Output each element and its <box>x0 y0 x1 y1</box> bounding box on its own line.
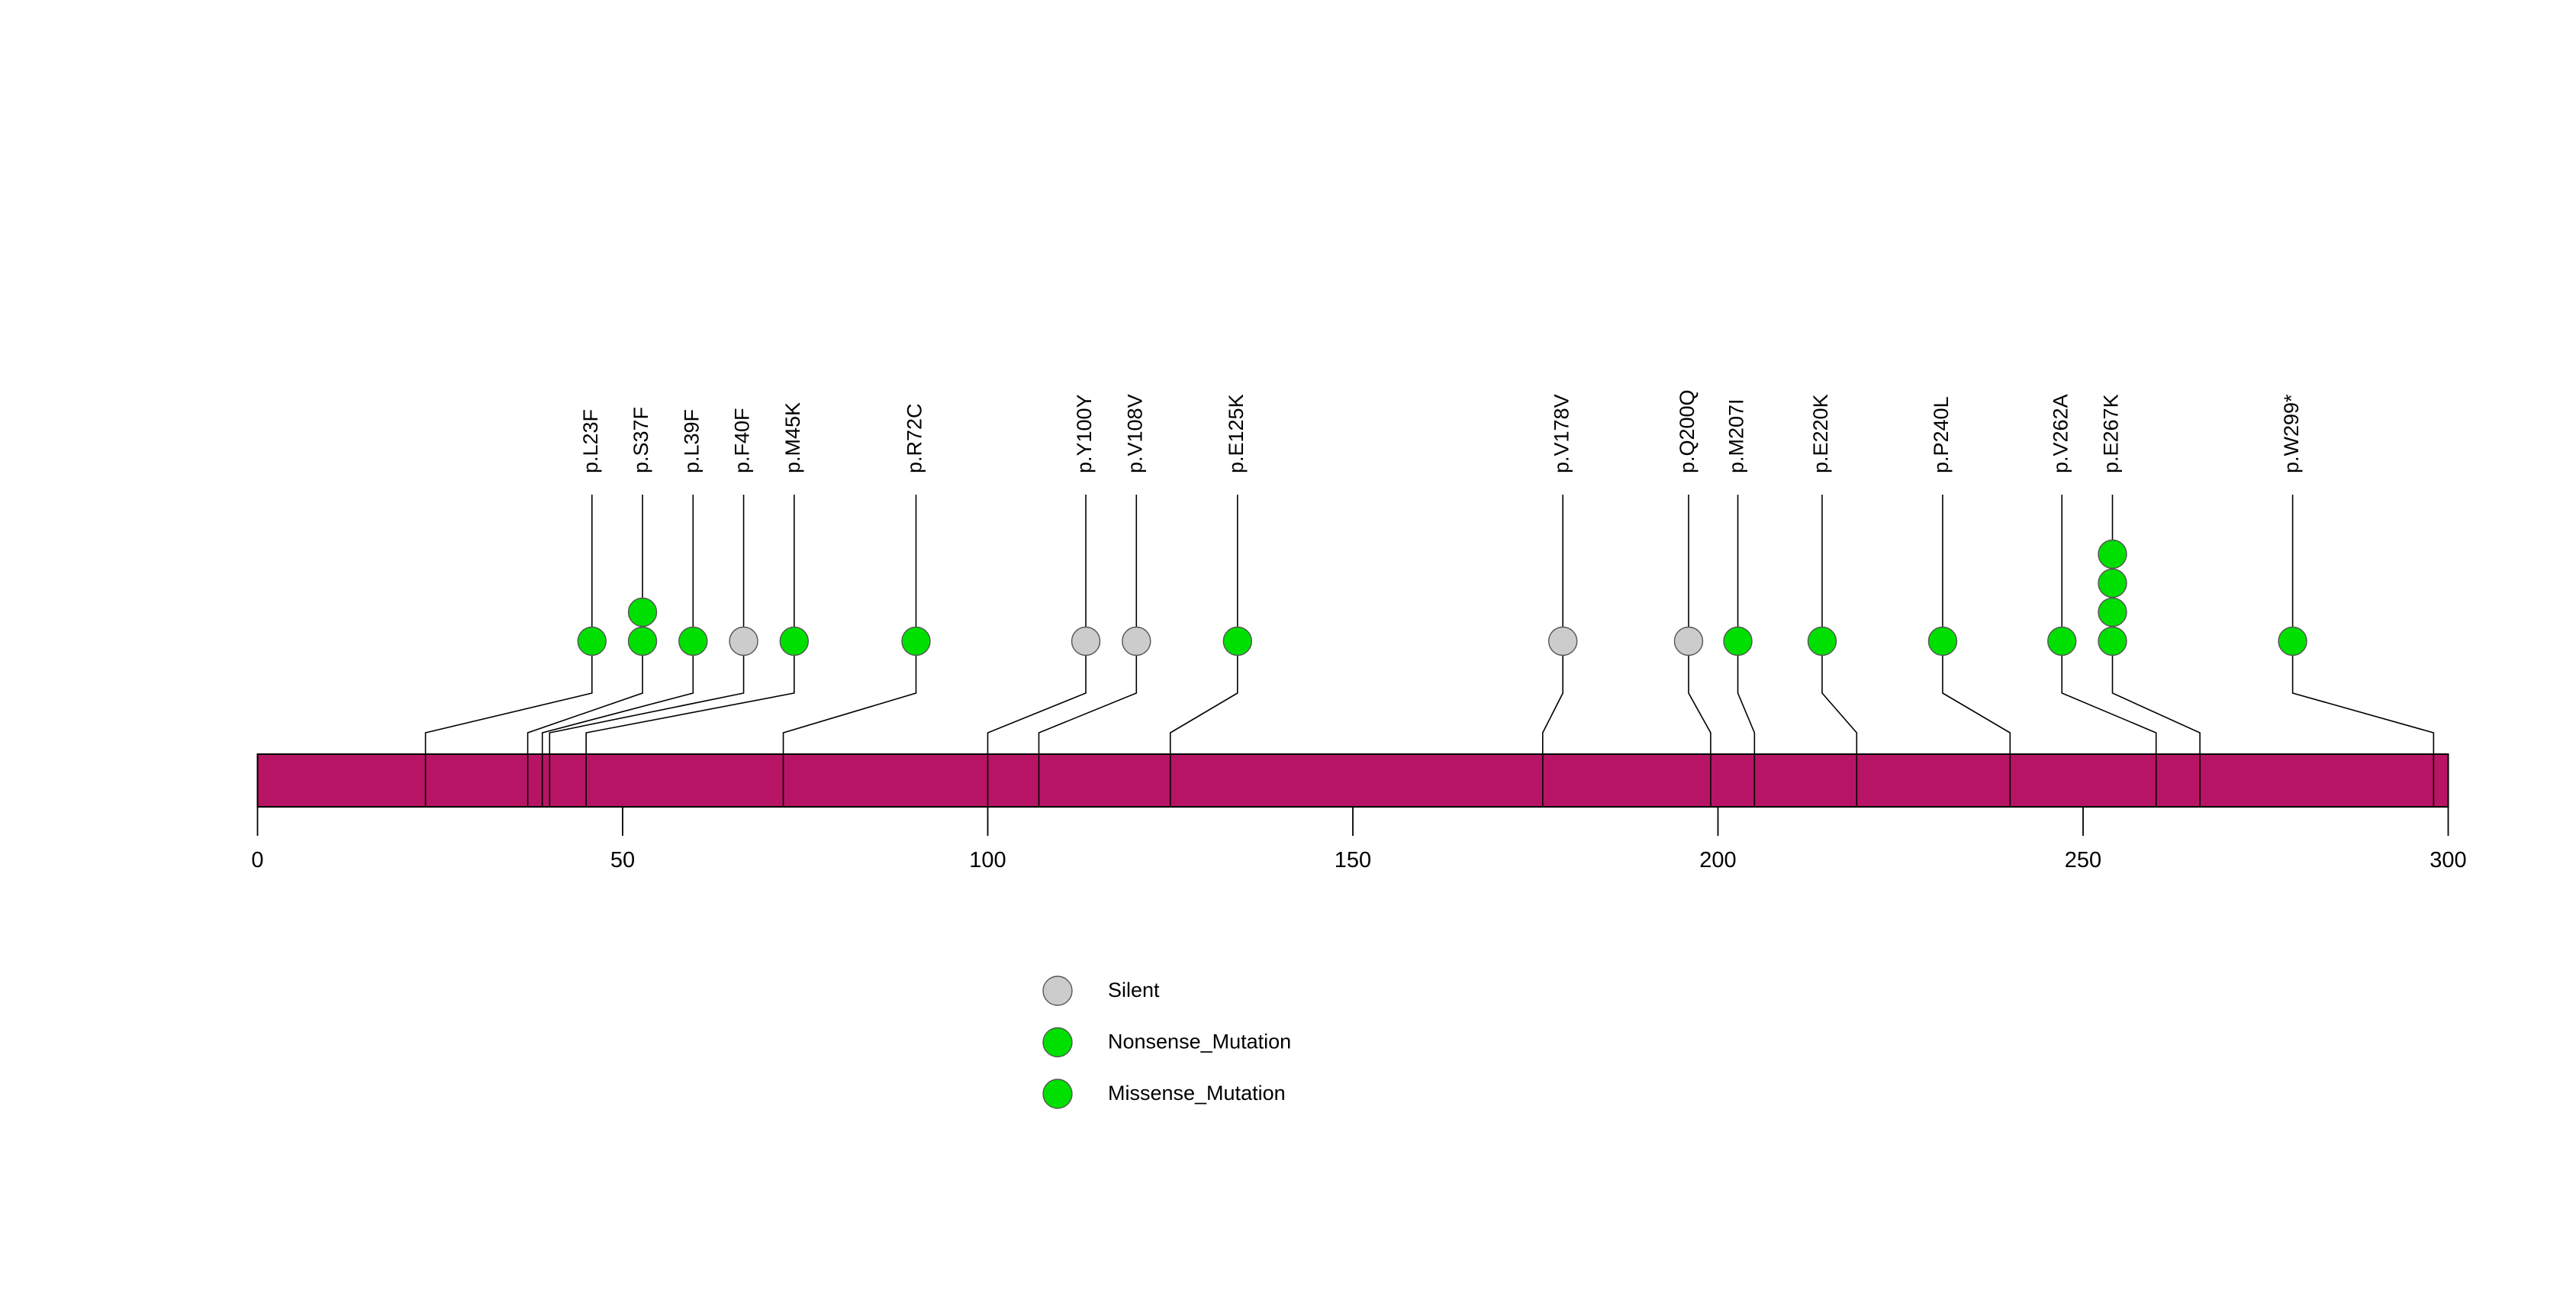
mutation-label: p.M45K <box>781 402 804 473</box>
mutation-label: p.E220K <box>1809 394 1832 473</box>
mutation-label: p.V178V <box>1550 394 1573 473</box>
protein-domain-bar <box>256 753 2449 808</box>
axis-tick-label: 250 <box>2065 848 2101 872</box>
lollipop-dot[interactable] <box>627 626 658 656</box>
mutation-label: p.W299* <box>2280 394 2303 473</box>
legend-swatch[interactable] <box>1042 1079 1073 1109</box>
lollipop-dot[interactable] <box>729 626 758 656</box>
mutation-label: p.M207I <box>1725 398 1748 473</box>
mutation-label: p.S37F <box>630 407 652 473</box>
lollipop-dot[interactable] <box>1723 626 1753 656</box>
lollipop-dot[interactable] <box>1548 626 1578 656</box>
axis-tick-label: 100 <box>969 848 1006 872</box>
lollipop-dot[interactable] <box>1222 626 1253 656</box>
lollipop-dot[interactable] <box>2098 626 2127 656</box>
legend-label: Silent <box>1108 979 1160 1001</box>
protein-domain-bar-layer <box>256 753 2449 808</box>
mutation-label: p.Q200Q <box>1676 389 1699 473</box>
lollipop-dot[interactable] <box>901 626 931 656</box>
mutation-label: p.P240L <box>1930 396 1953 473</box>
legend-swatch[interactable] <box>1042 976 1073 1006</box>
lollipop-dot[interactable] <box>779 626 810 656</box>
mutation-label: p.Y100Y <box>1073 394 1096 473</box>
lollipop-dot[interactable] <box>2098 539 2127 569</box>
lollipop-dot[interactable] <box>1071 626 1101 656</box>
lollipop-dot[interactable] <box>678 626 708 656</box>
legend-label: Nonsense_Mutation <box>1108 1030 1291 1053</box>
lollipop-dot[interactable] <box>2278 626 2307 656</box>
mutation-labels-layer: p.L23F p.S37F p.L39F p.F40F p.M45K p.R72C p.Y1… <box>579 389 2303 473</box>
axis-tick-label: 0 <box>251 848 263 872</box>
lollipop-dot[interactable] <box>577 626 607 656</box>
lollipop-dot[interactable] <box>2098 597 2127 627</box>
lollipop-dot[interactable] <box>2098 568 2127 598</box>
lollipop-dots-layer <box>577 539 2307 656</box>
mutation-label: p.L23F <box>579 409 602 473</box>
lollipop-dot[interactable] <box>1807 626 1837 656</box>
axis-tick-label: 200 <box>1699 848 1736 872</box>
axis-tick-label: 300 <box>2429 848 2466 872</box>
mutation-label: p.E267K <box>2100 394 2123 473</box>
mutation-label: p.L39F <box>680 409 703 473</box>
x-axis-layer: 0 50 100 150 200 250 300 <box>251 807 2467 872</box>
axis-tick-label: 150 <box>1335 848 1371 872</box>
axis-tick-label: 50 <box>610 848 635 872</box>
mutation-label: p.V262A <box>2049 394 2072 473</box>
lollipop-dot[interactable] <box>1927 626 1958 656</box>
mutation-label: p.V108V <box>1123 394 1146 473</box>
mutation-label: p.F40F <box>731 408 754 473</box>
lollipop-dot[interactable] <box>2047 626 2077 656</box>
protein-bar-position-ticks-layer <box>424 754 2435 807</box>
legend-label: Missense_Mutation <box>1108 1082 1286 1105</box>
legend-swatch[interactable] <box>1042 1027 1073 1058</box>
mutation-label: p.R72C <box>903 403 926 473</box>
lollipop-dot[interactable] <box>1122 626 1151 656</box>
mutation-label: p.E125K <box>1225 394 1248 473</box>
lollipop-dot[interactable] <box>627 597 658 627</box>
lollipop-dot[interactable] <box>1673 626 1704 656</box>
